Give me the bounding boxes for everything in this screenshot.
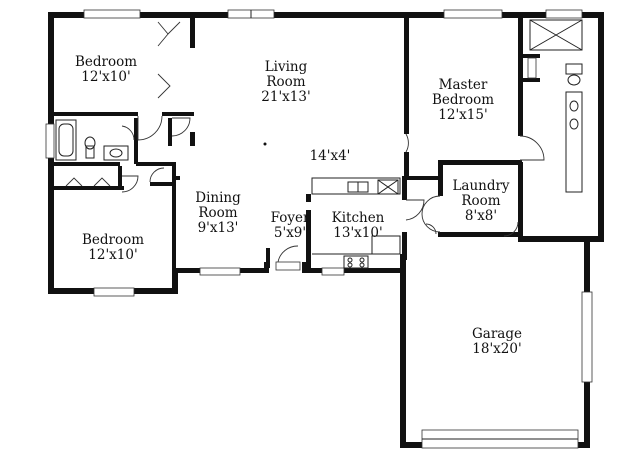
laundry-room-name-1: Laundry: [452, 178, 509, 194]
toilet-master: [565, 63, 583, 75]
bedroom-top-size: 12'x10': [81, 69, 130, 85]
foyer-name: Foyer: [271, 210, 310, 226]
master-bedroom-size: 12'x15': [438, 107, 487, 123]
hall-size: 14'x4': [310, 148, 351, 164]
toilet-left: [85, 145, 95, 159]
window-dining: [199, 267, 241, 276]
windows: [45, 9, 593, 449]
room-labels: Bedroom 12'x10' Living Room 21'x13' Mast…: [75, 54, 522, 357]
doors: [65, 21, 545, 271]
foyer-size: 5'x9': [274, 225, 306, 241]
window-master-bath: [545, 9, 583, 19]
fixtures: [55, 19, 583, 269]
kitchen-island: [311, 177, 401, 195]
living-room-name-1: Living: [265, 59, 308, 75]
window-bath-left: [45, 123, 55, 159]
window-bedroom-top: [83, 9, 141, 19]
dining-room-size: 9'x13': [198, 220, 239, 236]
window-kitchen: [321, 267, 345, 276]
vanity-master: [565, 91, 583, 193]
bedroom-bottom-size: 12'x10': [88, 247, 137, 263]
living-room-size: 21'x13': [261, 89, 310, 105]
kitchen-size: 13'x10': [333, 225, 382, 241]
master-bedroom-name-2: Bedroom: [432, 92, 494, 108]
bedroom-top-name: Bedroom: [75, 54, 137, 70]
laundry-room-name-2: Room: [461, 193, 500, 209]
laundry-room-size: 8'x8': [465, 208, 497, 224]
kitchen-range: [343, 255, 369, 269]
sink-left: [103, 145, 129, 161]
kitchen-name: Kitchen: [332, 210, 385, 226]
master-bedroom-name-1: Master: [439, 77, 488, 93]
garage-size: 18'x20': [472, 341, 521, 357]
bedroom-bottom-name: Bedroom: [82, 232, 144, 248]
garage-name: Garage: [472, 326, 522, 342]
bathtub-left: [55, 119, 77, 161]
interior-walls: [48, 12, 540, 274]
living-room-name-2: Room: [266, 74, 305, 90]
shower-master: [529, 19, 583, 51]
window-garage-right: [581, 291, 593, 383]
dining-room-name-2: Room: [198, 205, 237, 221]
window-bedroom-bottom: [93, 287, 135, 297]
window-master-bedroom: [443, 9, 503, 19]
dining-room-name-1: Dining: [195, 190, 241, 206]
